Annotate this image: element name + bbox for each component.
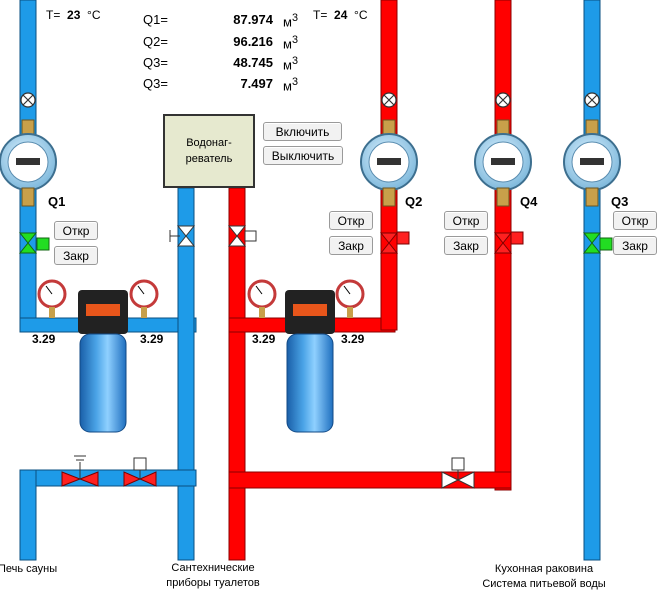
valve-q2-close-button[interactable]: Закр <box>329 236 373 255</box>
sauna-valve-icon <box>61 455 157 487</box>
valve-q1-close-button[interactable]: Закр <box>54 246 98 265</box>
pressure-value-2: 3.29 <box>140 332 164 346</box>
ball-valve-icon <box>20 92 600 108</box>
valve-q3-close-button[interactable]: Закр <box>613 236 657 255</box>
valve-q3-open-icon <box>582 232 613 254</box>
pressure-value-1: 3.29 <box>32 332 56 346</box>
outlet-toilets-label-1: Сантехнические <box>171 562 255 574</box>
valve-q4-closed-icon <box>493 231 524 254</box>
valve-q1-open-icon <box>18 232 50 254</box>
outlet-kitchen-label-2: Система питьевой воды <box>482 578 606 590</box>
meter-label-q2: Q2 <box>405 194 423 209</box>
temperature-cold-display: T= 23 °C <box>46 8 101 22</box>
valve-q4-open-button[interactable]: Откр <box>444 211 488 230</box>
water-filter-right <box>285 290 335 433</box>
outlet-toilets-label-2: приборы туалетов <box>166 577 260 589</box>
meter-label-q3: Q3 <box>611 194 629 209</box>
water-meter-q4 <box>474 119 532 207</box>
valve-q2-open-button[interactable]: Откр <box>329 211 373 230</box>
heater-on-button[interactable]: Включить <box>263 122 342 141</box>
reading-q2: Q2= 96.216 м3 <box>143 34 298 52</box>
meter-label-q4: Q4 <box>520 194 538 209</box>
temperature-hot-display: T= 24 °C <box>313 8 368 22</box>
valve-q4-close-button[interactable]: Закр <box>444 236 488 255</box>
heater-label-line2: реватель <box>185 153 233 165</box>
reading-q3: Q3= 48.745 м3 <box>143 55 298 73</box>
water-meter-q2 <box>360 119 418 207</box>
water-meter-q1 <box>0 119 57 207</box>
heater-off-button[interactable]: Выключить <box>263 146 343 165</box>
kitchen-valve-icon <box>441 457 475 489</box>
valve-q3-open-button[interactable]: Откр <box>613 211 657 230</box>
heater-label-line1: Водонаг- <box>186 137 232 149</box>
reading-q1: Q1= 87.974 м3 <box>143 12 298 30</box>
water-meter-q3 <box>563 119 621 207</box>
water-filter-left <box>78 290 128 433</box>
valve-q1-open-button[interactable]: Откр <box>54 221 98 240</box>
meter-label-q1: Q1 <box>48 194 66 209</box>
heater-valve-icon <box>169 225 257 247</box>
reading-q3-second: Q3= 7.497 м3 <box>143 76 298 94</box>
water-heater: Водонаг- реватель <box>163 114 255 188</box>
outlet-kitchen-label-1: Кухонная раковина <box>494 563 594 575</box>
pressure-value-4: 3.29 <box>341 332 365 346</box>
pressure-gauge-icon <box>37 279 365 318</box>
outlet-sauna-label: Печь сауны <box>0 563 58 575</box>
valve-q2-closed-icon <box>379 231 410 254</box>
pressure-value-3: 3.29 <box>252 332 276 346</box>
